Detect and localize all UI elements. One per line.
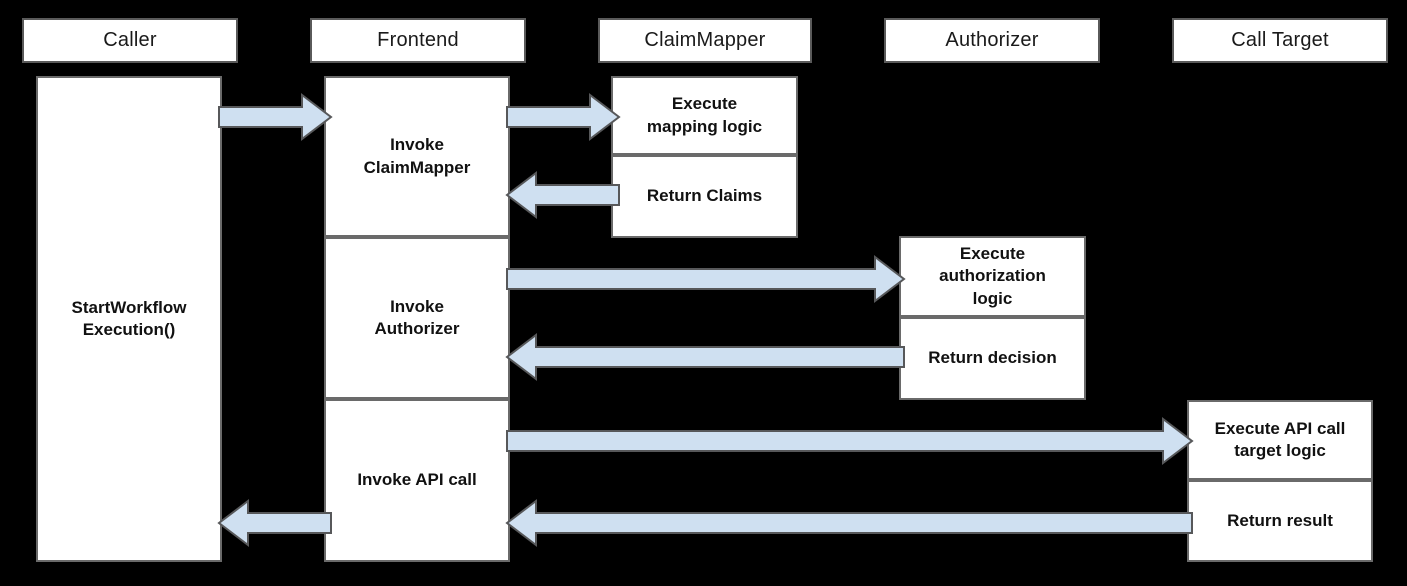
- participant-label: Frontend: [377, 29, 459, 51]
- activation-authorizer-return-decision[interactable]: Return decision: [899, 317, 1086, 400]
- activation-label: Invoke Authorizer: [374, 296, 460, 338]
- activation-label: Return result: [1227, 510, 1333, 530]
- message-arrow-frontend-to-authorizer[interactable]: [506, 254, 906, 304]
- participant-label: ClaimMapper: [644, 29, 766, 51]
- message-arrow-frontend-to-calltarget[interactable]: [506, 416, 1194, 466]
- arrow-right-shape: [506, 416, 1194, 466]
- activation-label: Invoke API call: [357, 470, 477, 490]
- message-arrow-frontend-to-claimmapper[interactable]: [506, 92, 621, 142]
- activation-label: Return decision: [928, 348, 1057, 368]
- message-arrow-authorizer-to-frontend[interactable]: [505, 332, 905, 382]
- participant-label: Authorizer: [945, 29, 1039, 51]
- message-arrow-calltarget-to-frontend[interactable]: [505, 498, 1193, 548]
- activation-calltarget-return-result[interactable]: Return result: [1187, 480, 1373, 562]
- arrow-left-shape: [505, 332, 905, 382]
- activation-label: Execute mapping logic: [646, 94, 763, 136]
- activation-frontend-invoke-claimmapper[interactable]: Invoke ClaimMapper: [324, 76, 510, 237]
- arrow-left-shape: [505, 170, 620, 220]
- activation-claimmapper-execute-mapping-logic[interactable]: Execute mapping logic: [611, 76, 798, 155]
- message-arrow-caller-to-frontend[interactable]: [218, 92, 333, 142]
- arrow-left-shape: [505, 498, 1193, 548]
- activation-claimmapper-return-claims[interactable]: Return Claims: [611, 155, 798, 238]
- arrow-left-shape: [217, 498, 332, 548]
- participant-header-frontend[interactable]: Frontend: [310, 18, 526, 63]
- arrow-right-shape: [506, 254, 906, 304]
- activation-authorizer-execute-authorization-logic[interactable]: Execute authorization logic: [899, 236, 1086, 317]
- arrow-right-shape: [506, 92, 621, 142]
- participant-header-claimmapper[interactable]: ClaimMapper: [598, 18, 812, 63]
- arrow-right-shape: [218, 92, 333, 142]
- activation-label: StartWorkflow Execution(): [71, 297, 187, 339]
- participant-header-caller[interactable]: Caller: [22, 18, 238, 63]
- activation-calltarget-execute-api-call-target-logic[interactable]: Execute API call target logic: [1187, 400, 1373, 480]
- activation-label: Execute authorization logic: [939, 243, 1046, 308]
- activation-label: Return Claims: [646, 186, 763, 206]
- activation-frontend-invoke-api-call[interactable]: Invoke API call: [324, 399, 510, 562]
- activation-caller-start-workflow[interactable]: StartWorkflow Execution(): [36, 76, 222, 562]
- participant-label: Caller: [103, 29, 157, 51]
- message-arrow-frontend-to-caller[interactable]: [217, 498, 332, 548]
- activation-frontend-invoke-authorizer[interactable]: Invoke Authorizer: [324, 237, 510, 399]
- activation-label: Invoke ClaimMapper: [363, 135, 471, 177]
- participant-header-calltarget[interactable]: Call Target: [1172, 18, 1388, 63]
- participant-header-authorizer[interactable]: Authorizer: [884, 18, 1100, 63]
- activation-label: Execute API call target logic: [1214, 418, 1346, 460]
- message-arrow-claimmapper-to-frontend[interactable]: [505, 170, 620, 220]
- participant-label: Call Target: [1231, 29, 1329, 51]
